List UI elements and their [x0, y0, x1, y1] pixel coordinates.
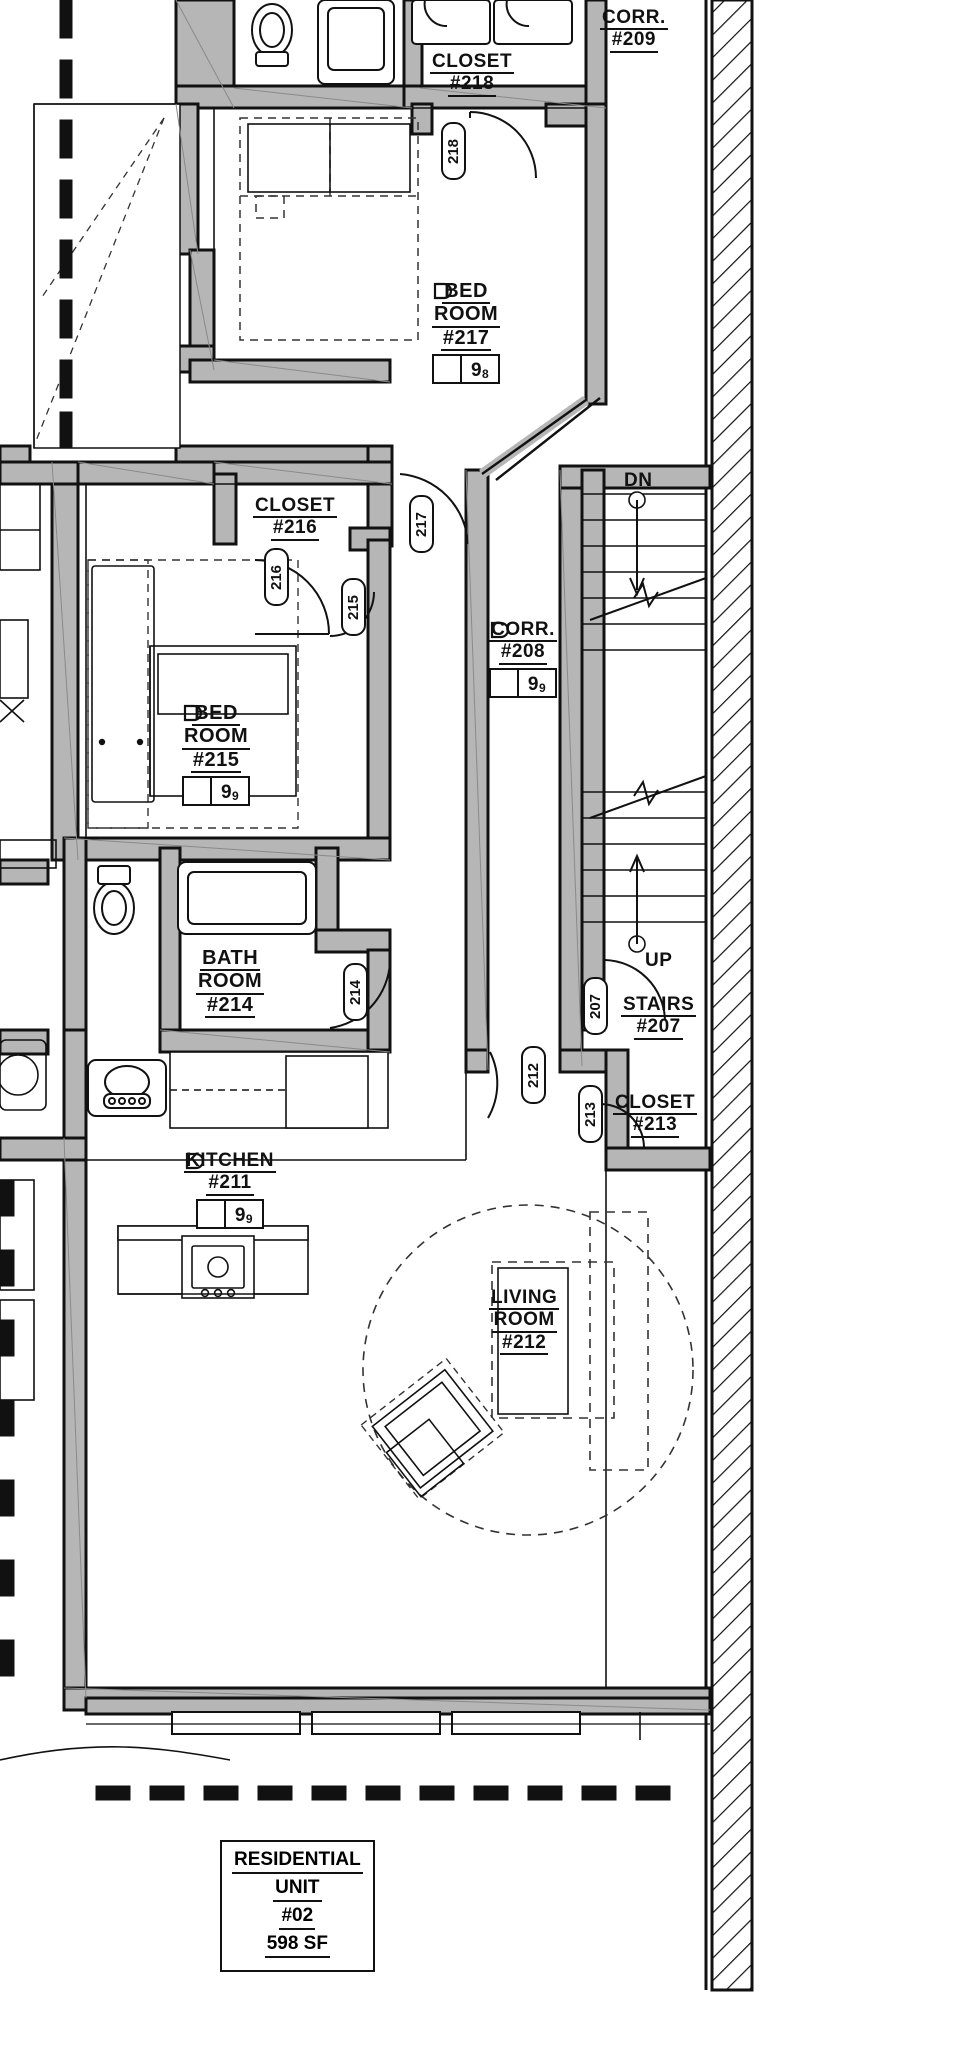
- door-tag-number: 216: [268, 564, 285, 590]
- height-inches: 9: [245, 1211, 254, 1226]
- unit-stamp-line3: #02: [279, 1905, 316, 1930]
- room-label-216: CLOSET#216: [253, 496, 338, 541]
- door-tag-number: 217: [413, 511, 430, 537]
- door-tag-215: 215: [341, 578, 366, 636]
- room-number: #207: [634, 1017, 683, 1040]
- room-number: #208: [498, 642, 548, 665]
- height-feet: 9: [470, 360, 483, 382]
- door-tag-214: 214: [343, 963, 368, 1021]
- door-tag-number: 218: [445, 138, 462, 164]
- room-number: #217: [440, 327, 492, 352]
- room-label-207: STAIRS#207: [621, 995, 697, 1040]
- height-inches: 8: [482, 367, 490, 382]
- room-name-line: CORR.: [600, 8, 668, 31]
- door-tag-207: 207: [583, 977, 608, 1035]
- door-tag-number: 213: [582, 1101, 599, 1127]
- room-number: #212: [500, 1332, 549, 1356]
- unit-stamp-line2: UNIT: [273, 1877, 322, 1902]
- room-number: #214: [204, 994, 256, 1019]
- room-name-line: ROOM: [182, 726, 251, 750]
- unit-stamp-line1: RESIDENTIAL: [232, 1849, 363, 1874]
- door-tag-213: 213: [578, 1085, 603, 1143]
- door-tag-217: 217: [409, 495, 434, 553]
- room-label-213: CLOSET#213: [613, 1093, 698, 1138]
- door-tag-number: 214: [347, 979, 364, 1005]
- height-feet: 9: [527, 673, 539, 695]
- height-feet: 9: [220, 782, 233, 804]
- room-name-line: LIVING: [489, 1288, 560, 1311]
- room-name-line: BED: [442, 281, 490, 305]
- room-number: #211: [206, 1173, 254, 1196]
- height-feet: 9: [234, 1204, 246, 1226]
- room-name-line: STAIRS: [621, 995, 697, 1018]
- room-name-line: CLOSET: [430, 52, 515, 75]
- stair-direction-dn: DN: [624, 470, 653, 491]
- door-symbol-icon: [490, 621, 519, 696]
- door-tag-212: 212: [521, 1046, 546, 1104]
- room-number: #209: [609, 30, 658, 53]
- door-symbol-icon: [185, 1152, 226, 1227]
- door-symbol-icon: [183, 704, 213, 805]
- door-symbol-icon: [433, 282, 463, 383]
- room-name-line: CLOSET: [253, 496, 338, 519]
- door-tag-216: 216: [264, 548, 289, 606]
- room-label-218: CLOSET#218: [430, 52, 515, 97]
- unit-stamp-area: 598 SF: [264, 1933, 330, 1958]
- door-tag-number: 212: [525, 1062, 542, 1088]
- room-number: #216: [270, 518, 320, 541]
- room-name-line: ROOM: [196, 971, 265, 995]
- room-number: #213: [630, 1115, 680, 1138]
- room-number: #218: [447, 74, 497, 97]
- room-name-line: CLOSET: [613, 1093, 698, 1116]
- height-inches: 9: [538, 680, 547, 695]
- room-name-line: ROOM: [432, 304, 501, 328]
- room-name-line: BATH: [200, 948, 261, 972]
- room-name-line: KITCHEN: [184, 1151, 276, 1174]
- room-name-line: BED: [192, 703, 240, 727]
- stair-direction-up: UP: [645, 950, 673, 971]
- door-tag-218: 218: [441, 122, 466, 180]
- room-name-line: ROOM: [491, 1310, 557, 1333]
- residential-unit-stamp: RESIDENTIAL UNIT #02 598 SF: [220, 1840, 375, 1972]
- height-inches: 9: [232, 789, 240, 804]
- door-tag-number: 207: [587, 993, 604, 1019]
- room-label-209: CORR.#209: [600, 8, 668, 53]
- door-tag-number: 215: [345, 594, 362, 620]
- room-number: #215: [190, 749, 242, 774]
